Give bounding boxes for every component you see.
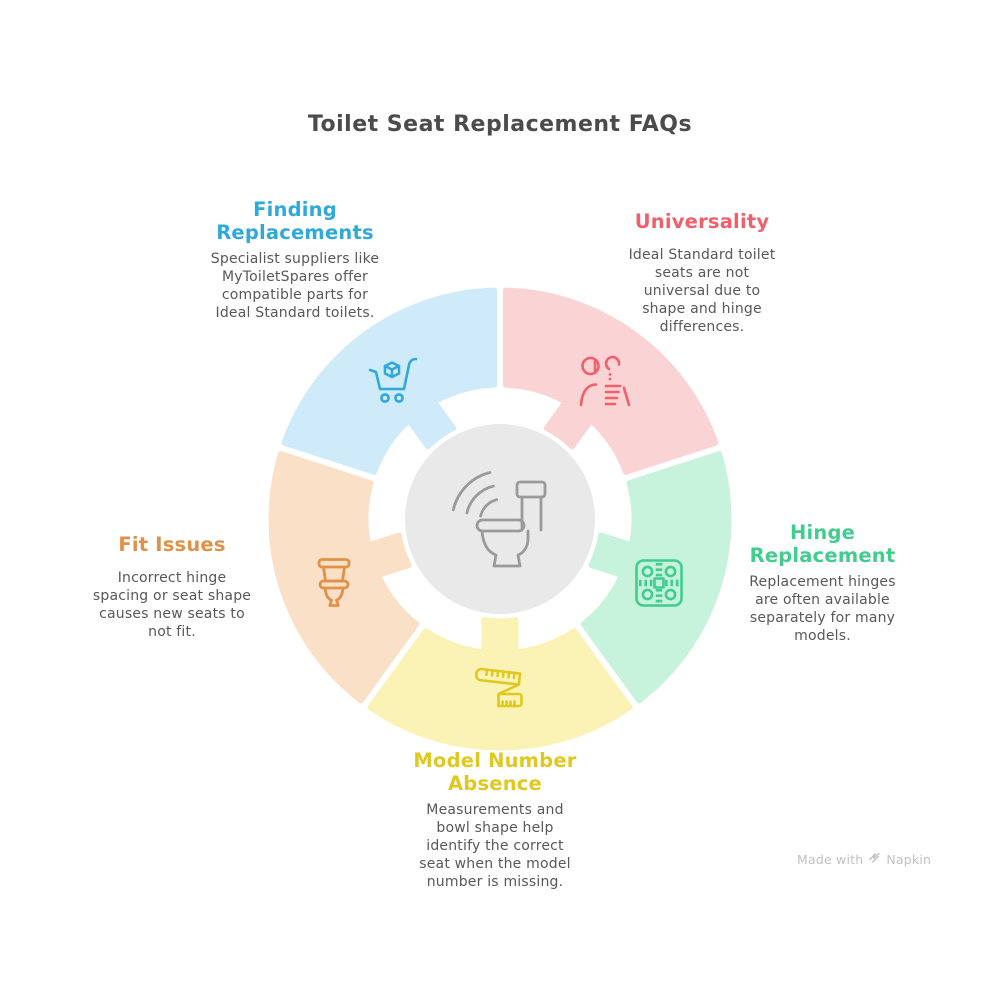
segment-finding-replacements [281, 287, 497, 475]
napkin-scribble-icon [868, 851, 881, 867]
segment-model-number-absence [367, 617, 633, 751]
segment-description: Specialist suppliers like MyToiletSpares… [210, 251, 380, 321]
smart-toilet-icon [448, 469, 548, 569]
page-title: Toilet Seat Replacement FAQs [307, 112, 693, 137]
segment-heading: Hinge Replacement [749, 521, 896, 567]
segment-heading: Fit Issues [118, 533, 226, 556]
segment-label-finding-replacements: Finding Replacements Specialist supplier… [180, 198, 410, 322]
segment-heading: Model Number Absence [413, 749, 577, 795]
segment-label-universality: Universality Ideal Standard toilet seats… [587, 210, 817, 336]
measuring-tape-icon [468, 660, 526, 718]
segment-label-hinge-replacement: Hinge Replacement Replacement hinges are… [705, 521, 940, 645]
segment-heading: Universality [634, 210, 770, 233]
segment-heading: Finding Replacements [216, 198, 374, 244]
customer-profile-list-icon [575, 353, 633, 411]
shopping-cart-box-icon [363, 353, 421, 411]
segment-description: Ideal Standard toilet seats are not univ… [628, 247, 776, 335]
made-with-napkin-watermark: Made with Napkin [797, 851, 931, 867]
watermark-brand-text: Napkin [886, 851, 932, 867]
segment-universality [503, 287, 719, 475]
segment-label-fit-issues: Fit Issues Incorrect hinge spacing or se… [57, 533, 287, 641]
segment-description: Replacement hinges are often available s… [749, 574, 896, 644]
segment-label-model-number-absence: Model Number Absence Measurements and bo… [380, 749, 610, 891]
segment-description: Measurements and bowl shape help identif… [419, 802, 571, 890]
toilet-front-icon [307, 555, 361, 609]
segment-description: Incorrect hinge spacing or seat shape ca… [92, 570, 252, 640]
hinge-plate-icon [632, 556, 686, 610]
watermark-made-with-text: Made with [797, 851, 864, 867]
